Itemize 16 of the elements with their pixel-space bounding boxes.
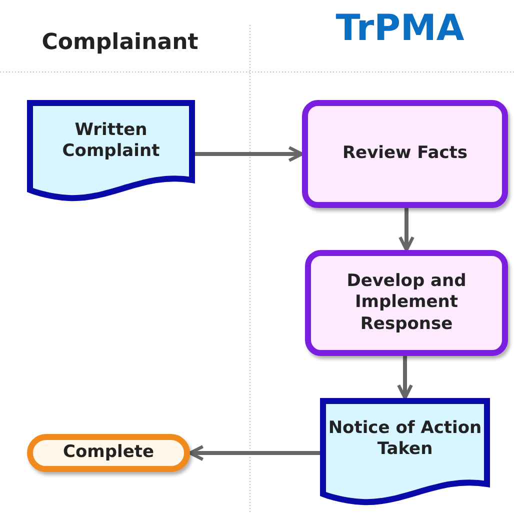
- arrow: [398, 208, 414, 252]
- arrow: [397, 356, 413, 400]
- document-shape: [320, 398, 490, 506]
- lane-header: Complainant: [40, 30, 200, 55]
- arrow: [195, 146, 304, 162]
- terminal-pill: [27, 434, 190, 472]
- process-box: [302, 100, 508, 208]
- node-label: Written Complaint: [61, 120, 161, 162]
- lane-header: TrPMA: [334, 8, 466, 49]
- node-label: Complete: [62, 442, 154, 464]
- node-label: Notice of Action Taken: [328, 418, 482, 460]
- document-shape: [27, 100, 195, 202]
- node-label: Develop and Implement Response: [346, 271, 468, 335]
- arrow: [188, 445, 320, 461]
- process-box: [305, 250, 508, 356]
- node-label: Review Facts: [342, 143, 468, 165]
